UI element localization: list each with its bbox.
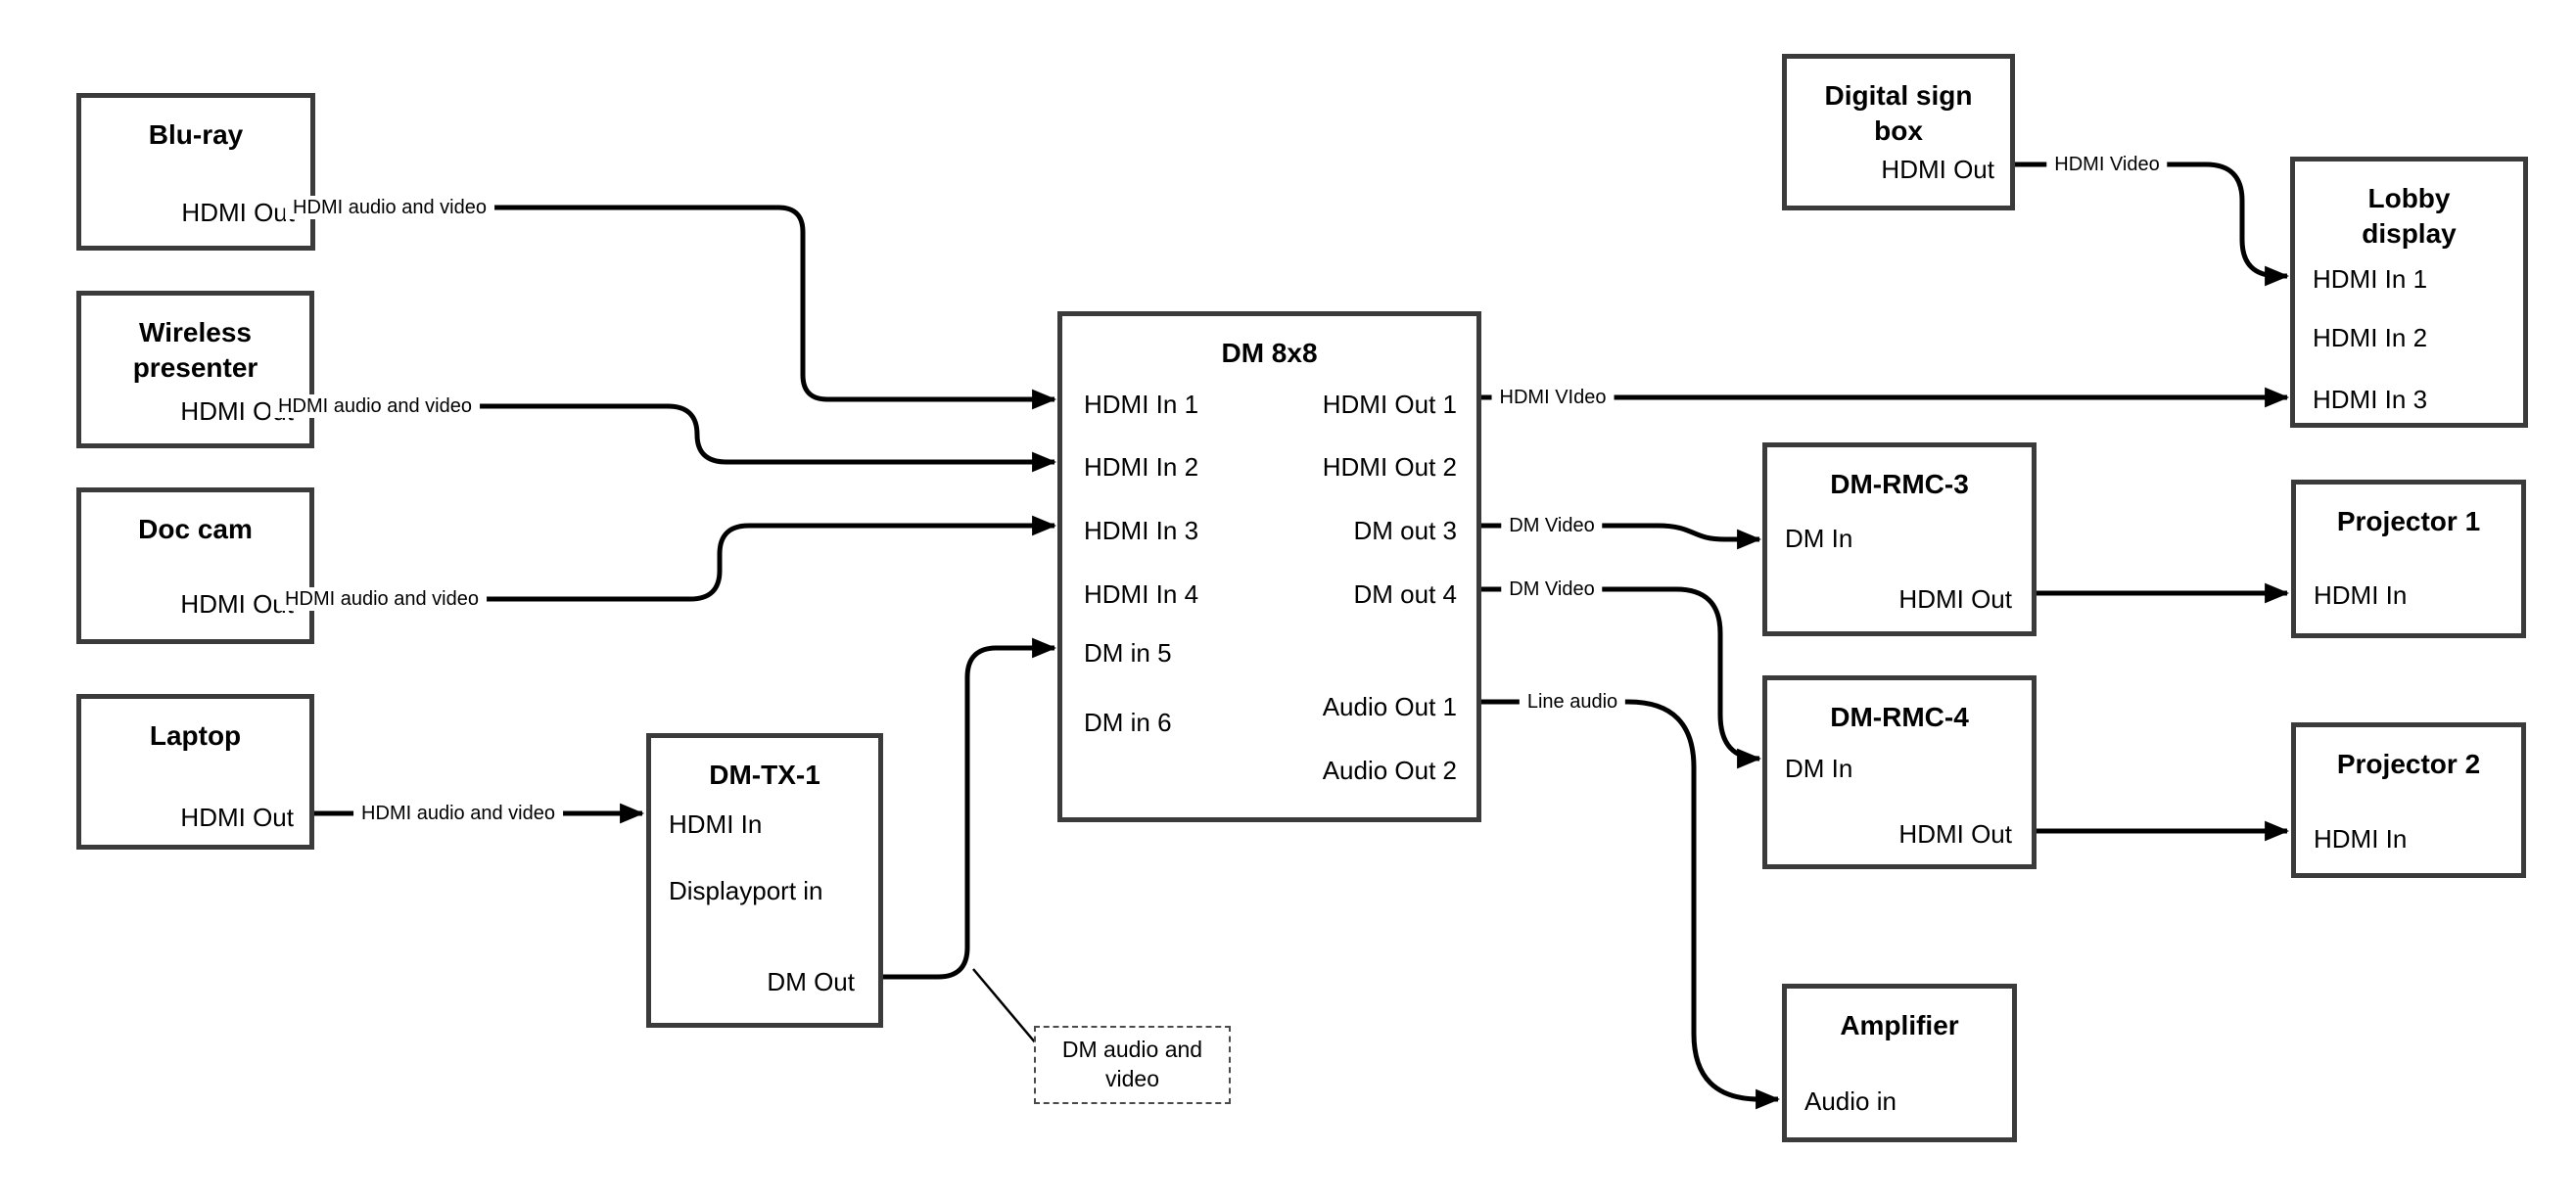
edge-dmtx1-to-dm8x8-in5 — [883, 637, 1057, 980]
edge-dm8x8-out4-to-rmc4 — [1481, 586, 1762, 769]
port-hdmi-out: HDMI Out — [1881, 155, 1994, 184]
port-hdmi-out: HDMI Out — [180, 803, 294, 832]
node-title: Wireless presenter — [132, 317, 258, 384]
node-dm-rmc-4: DM-RMC-4 DM In HDMI Out — [1762, 675, 2037, 869]
port-dm-in-5: DM in 5 — [1084, 638, 1172, 668]
edge-label-hdmi-video-out1: HDMI VIdeo — [1491, 386, 1615, 409]
edge-label-hdmi-video-digitalsign: HDMI Video — [2046, 153, 2168, 176]
port-hdmi-in-3: HDMI In 3 — [2313, 385, 2428, 414]
node-title: Doc cam — [138, 514, 253, 544]
node-dm-8x8: DM 8x8 HDMI In 1 HDMI In 2 HDMI In 3 HDM… — [1057, 311, 1481, 822]
node-laptop: Laptop HDMI Out — [76, 694, 314, 850]
port-hdmi-in: HDMI In — [669, 809, 763, 839]
port-hdmi-in-1: HDMI In 1 — [1084, 390, 1199, 419]
port-displayport-in: Displayport in — [669, 876, 823, 905]
port-hdmi-out: HDMI Out — [180, 589, 294, 619]
edge-label-hdmi-audio-video-bluray: HDMI audio and video — [285, 196, 494, 219]
node-projector-2: Projector 2 HDMI In — [2291, 722, 2526, 878]
port-hdmi-out-1: HDMI Out 1 — [1322, 390, 1457, 419]
edge-label-hdmi-audio-video-doccam: HDMI audio and video — [277, 587, 487, 611]
edge-label-hdmi-audio-video-laptop: HDMI audio and video — [353, 802, 563, 825]
port-hdmi-out-2: HDMI Out 2 — [1322, 452, 1457, 482]
port-hdmi-in-1: HDMI In 1 — [2313, 264, 2428, 294]
node-projector-1: Projector 1 HDMI In — [2291, 480, 2526, 638]
edge-label-hdmi-audio-video-wireless: HDMI audio and video — [270, 394, 480, 418]
edge-wireless-to-dm8x8-in2 — [314, 403, 1057, 473]
node-amplifier: Amplifier Audio in — [1782, 984, 2017, 1142]
port-dm-out-4: DM out 4 — [1353, 579, 1458, 609]
node-bluray: Blu-ray HDMI Out — [76, 93, 315, 251]
edge-digitalsign-to-lobby-in1 — [2015, 162, 2290, 287]
node-title: Blu-ray — [148, 119, 244, 150]
port-hdmi-out: HDMI Out — [1898, 584, 2012, 614]
port-dm-in: DM In — [1785, 524, 1853, 553]
port-hdmi-in: HDMI In — [2314, 580, 2408, 610]
node-dm-rmc-3: DM-RMC-3 DM In HDMI Out — [1762, 442, 2037, 636]
port-audio-in: Audio in — [1804, 1086, 1897, 1116]
port-hdmi-in-4: HDMI In 4 — [1084, 579, 1199, 609]
node-digital-sign-box: Digital sign box HDMI Out — [1782, 54, 2015, 210]
node-title: Projector 1 — [2336, 506, 2481, 536]
edge-doccam-to-dm8x8-in3 — [314, 515, 1057, 602]
node-title: Laptop — [149, 720, 242, 751]
node-doc-cam: Doc cam HDMI Out — [76, 487, 314, 644]
port-audio-out-1: Audio Out 1 — [1322, 692, 1457, 721]
port-dm-in: DM In — [1785, 754, 1853, 783]
node-title: DM-RMC-4 — [1830, 702, 1969, 732]
node-title: DM-TX-1 — [709, 760, 820, 790]
port-hdmi-out: HDMI Out — [181, 198, 295, 227]
edge-label-dm-video-out4: DM Video — [1501, 577, 1603, 601]
port-hdmi-in-2: HDMI In 2 — [2313, 323, 2428, 352]
port-dm-out-3: DM out 3 — [1353, 516, 1458, 545]
node-title: Digital sign box — [1824, 80, 1973, 147]
port-hdmi-in: HDMI In — [2314, 824, 2408, 854]
edge-dm8x8-aout1-to-amp — [1481, 699, 1781, 1110]
port-dm-in-6: DM in 6 — [1084, 708, 1172, 737]
edge-bluray-to-dm8x8-in1 — [315, 205, 1057, 410]
callout-text: DM audio and video — [1061, 1037, 1203, 1091]
node-title: Lobby display — [2362, 183, 2457, 250]
port-hdmi-in-3: HDMI In 3 — [1084, 516, 1199, 545]
port-audio-out-2: Audio Out 2 — [1322, 756, 1457, 785]
node-title: Amplifier — [1840, 1010, 1959, 1040]
edge-label-line-audio: Line audio — [1519, 690, 1626, 714]
node-lobby-display: Lobby display HDMI In 1 HDMI In 2 HDMI I… — [2290, 157, 2528, 428]
node-title: Projector 2 — [2336, 749, 2481, 779]
port-dm-out: DM Out — [767, 967, 855, 996]
callout-pointer-line — [972, 968, 1037, 1044]
node-title: DM-RMC-3 — [1830, 469, 1969, 499]
edge-dm8x8-out3-to-rmc3 — [1481, 523, 1762, 550]
port-hdmi-in-2: HDMI In 2 — [1084, 452, 1199, 482]
port-hdmi-out: HDMI Out — [1898, 819, 2012, 849]
node-dm-tx-1: DM-TX-1 HDMI In Displayport in DM Out — [646, 733, 883, 1028]
callout-dm-audio-and-video: DM audio and video — [1034, 1026, 1231, 1104]
edge-label-dm-video-out3: DM Video — [1501, 514, 1603, 537]
node-title: DM 8x8 — [1221, 338, 1318, 368]
node-wireless-presenter: Wireless presenter HDMI Out — [76, 291, 314, 448]
